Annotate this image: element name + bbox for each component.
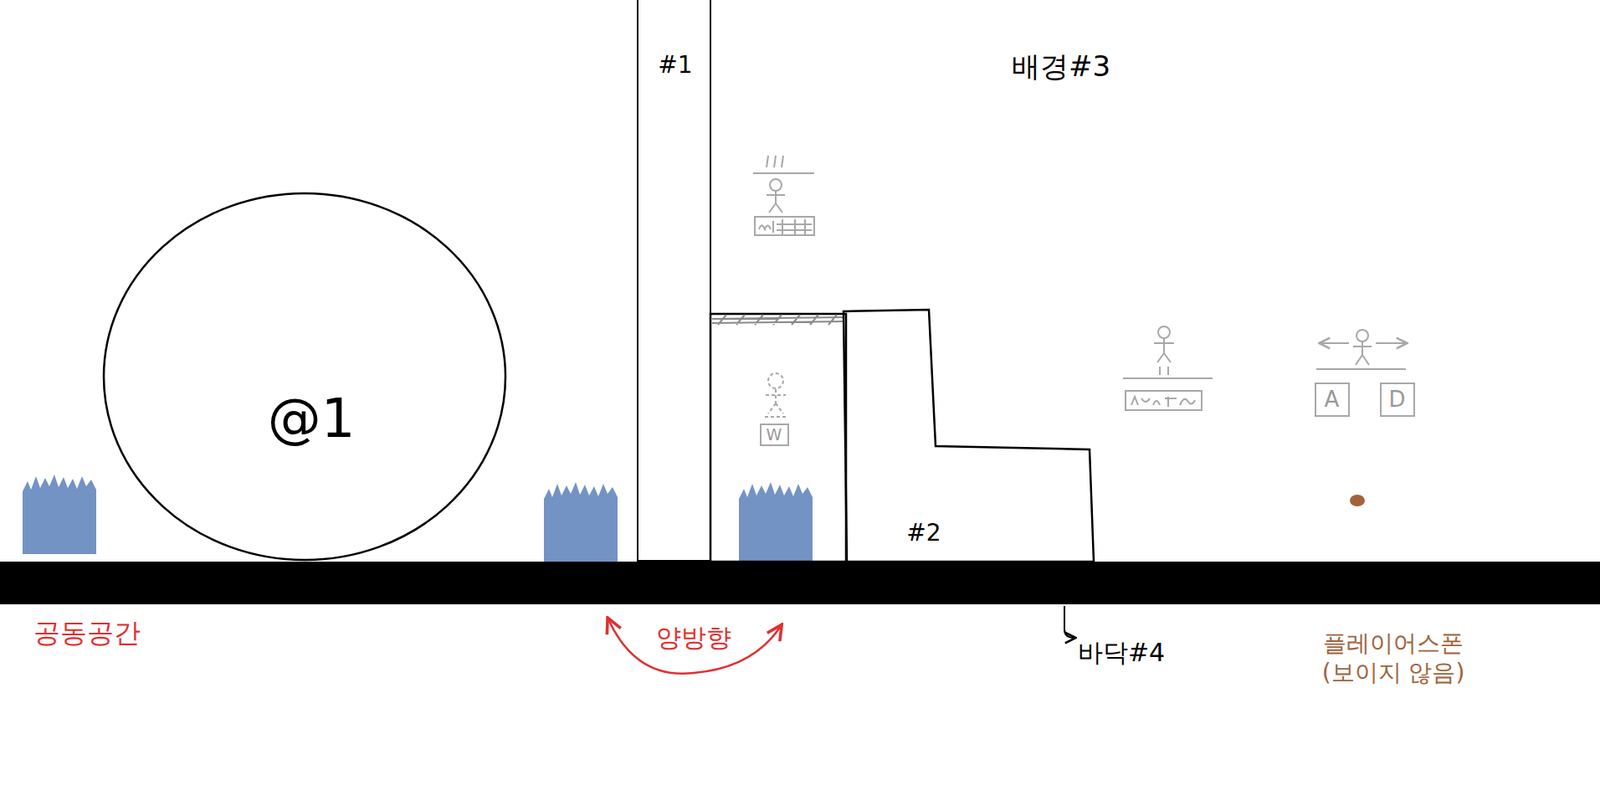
- background-label: 배경#3: [1011, 48, 1111, 85]
- floor-bar: [0, 561, 1600, 605]
- boulder-ellipse: @1: [102, 191, 508, 562]
- move-arrow: [1320, 342, 1349, 344]
- block-outline: [710, 313, 847, 562]
- spawn-note: 플레이어스폰 (보이지 않음): [1305, 628, 1482, 688]
- figure-head: [1158, 326, 1170, 339]
- pillar-box: #1: [636, 0, 712, 562]
- node-label: #1: [657, 52, 693, 79]
- figure-body: [1353, 341, 1372, 365]
- node-label: A: [1324, 387, 1340, 412]
- step-block-outline: [843, 309, 1095, 562]
- pointer-arrow: [1064, 605, 1075, 638]
- tutorial-figure: [764, 373, 787, 417]
- figure-body: [1153, 338, 1175, 375]
- figure-head: [1356, 329, 1369, 342]
- platform-line: [1123, 377, 1213, 380]
- jump-marks: [766, 155, 784, 168]
- figure-head: [768, 373, 784, 389]
- floor-label: 바닥#4: [1077, 636, 1165, 669]
- grass-patch: [738, 482, 813, 562]
- key-box: A: [1314, 382, 1350, 417]
- step-block: #2: [843, 309, 1095, 562]
- figure-body: [766, 190, 785, 213]
- key-scribble: [758, 219, 812, 235]
- hatched-ledge: [712, 314, 845, 325]
- key-box: [754, 216, 815, 236]
- figure-body: [764, 389, 787, 417]
- platform-line: [1316, 368, 1406, 370]
- key-scribble: [1131, 396, 1195, 407]
- grass-patch: [543, 482, 618, 562]
- grass-patch: [22, 474, 97, 554]
- key-box: W: [759, 423, 790, 447]
- figure-head: [769, 179, 782, 191]
- move-arrow: [1375, 342, 1406, 344]
- boulder-ellipse-outline: [102, 191, 508, 562]
- key-box: [1125, 390, 1202, 411]
- area-note: 공동공간: [33, 615, 141, 650]
- node-label: D: [1388, 387, 1406, 412]
- key-box: D: [1379, 382, 1416, 417]
- tutorial-figure: [1316, 329, 1406, 370]
- direction-note: 양방향: [656, 621, 732, 654]
- polygon-outline: [843, 309, 1094, 562]
- node-label: @1: [267, 389, 356, 448]
- spawn-point: [1349, 494, 1365, 507]
- node-label: W: [766, 425, 783, 444]
- tutorial-figure: [1123, 326, 1213, 411]
- tutorial-figure: [753, 155, 815, 236]
- node-label: #2: [906, 520, 941, 547]
- platform-line: [753, 172, 815, 175]
- two-way-arrow: [608, 619, 781, 674]
- ellipse-outline: [103, 193, 506, 560]
